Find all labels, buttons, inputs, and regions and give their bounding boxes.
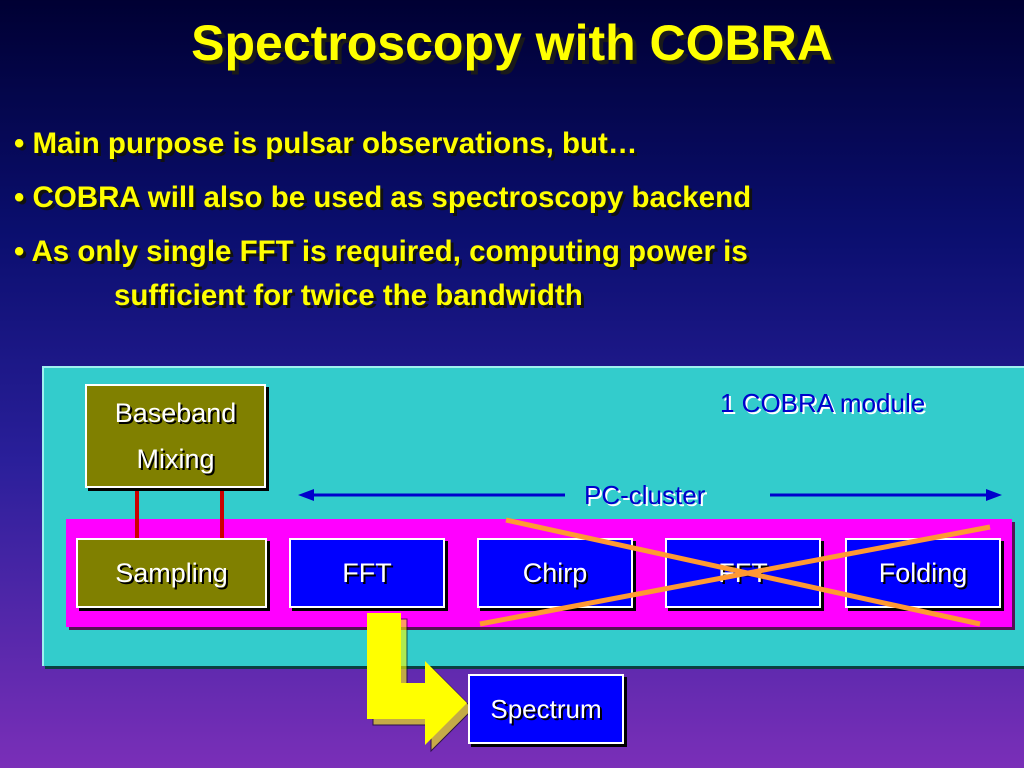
bullet-marker: • bbox=[14, 235, 25, 268]
sampling-box: Sampling bbox=[76, 538, 267, 608]
bullet-list: • Main purpose is pulsar observations, b… bbox=[14, 122, 1014, 328]
bullet-text: COBRA will also be used as spectroscopy … bbox=[32, 181, 752, 214]
bullet-text: Main purpose is pulsar observations, but… bbox=[32, 127, 638, 160]
bullet-item: • Main purpose is pulsar observations, b… bbox=[14, 122, 1014, 166]
baseband-line1: Baseband bbox=[114, 398, 237, 428]
folding-box: Folding bbox=[845, 538, 1001, 608]
bullet-text: As only single FFT is required, computin… bbox=[31, 235, 748, 268]
fft-box: FFT bbox=[289, 538, 445, 608]
cross-line-2 bbox=[479, 524, 991, 627]
bullet-text-continuation: sufficient for twice the bandwidth bbox=[114, 279, 583, 312]
spectrum-box: Spectrum bbox=[468, 674, 624, 744]
bullet-marker: • bbox=[14, 181, 25, 214]
baseband-line2: Mixing bbox=[136, 444, 215, 474]
module-label: 1 COBRA module bbox=[720, 388, 926, 418]
bullet-item: • As only single FFT is required, comput… bbox=[14, 230, 1014, 318]
output-arrow bbox=[367, 613, 474, 753]
slide-title: Spectroscopy with COBRA bbox=[191, 15, 833, 71]
cluster-label: PC-cluster bbox=[584, 480, 706, 510]
bullet-marker: • bbox=[14, 127, 25, 160]
baseband-mixing-box: Baseband Mixing bbox=[85, 384, 266, 488]
bullet-item: • COBRA will also be used as spectroscop… bbox=[14, 176, 1014, 220]
pc-cluster-arrow bbox=[298, 489, 1002, 501]
chirp-box: Chirp bbox=[477, 538, 633, 608]
